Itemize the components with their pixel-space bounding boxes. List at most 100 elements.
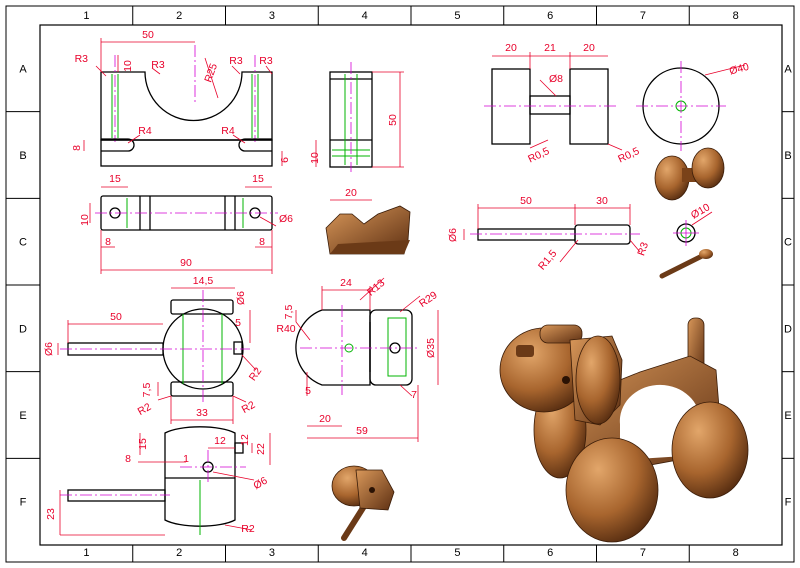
dimension-body-bottom: Ø6 — [279, 213, 293, 225]
dimension-wheels: 21 — [544, 42, 556, 54]
dimension-head-bottom: 23 — [45, 508, 57, 520]
dimension-body-top: R3 — [229, 55, 243, 67]
dimension-axle: 30 — [596, 195, 608, 207]
dimension-body-top: R25 — [202, 62, 220, 84]
dimension-head-bottom: 12 — [239, 434, 251, 446]
dimension-body-side: 10 — [309, 152, 321, 164]
inner-border — [39, 24, 783, 546]
dimension-head-front: Ø6 — [43, 342, 55, 356]
head-bottom-dowel — [67, 489, 166, 502]
head-nose — [233, 341, 243, 355]
dimension-body-front: 15 — [109, 173, 121, 185]
column-label-top: 4 — [362, 10, 368, 22]
dimension-body-top: R3 — [151, 59, 165, 71]
row-label-right: B — [784, 150, 791, 162]
dimension-axle: 50 — [520, 195, 532, 207]
dimension-axle: R1,5 — [536, 248, 560, 273]
slot-left — [101, 138, 135, 152]
column-label-bottom: 2 — [176, 547, 182, 559]
dimension-body-front: R4 — [221, 125, 235, 137]
row-label-right: C — [784, 237, 792, 249]
head-side-outline — [295, 309, 371, 386]
body-top-outline — [100, 71, 273, 141]
dimension-axle: Ø10 — [689, 201, 712, 221]
dimension-head-front: 14,5 — [193, 275, 214, 287]
column-label-bottom: 5 — [454, 547, 460, 559]
dimension-body-top: R3 — [75, 53, 89, 65]
dimension-body-bottom: 8 — [259, 236, 265, 248]
head-ear-bottom — [170, 381, 234, 397]
column-label-bottom: 4 — [362, 547, 368, 559]
body-top-center-lines — [114, 45, 256, 142]
dimension-head-side: R13 — [365, 277, 388, 299]
dimension-body-front: 8 — [71, 145, 83, 151]
dimension-body-top: R3 — [259, 55, 273, 67]
row-label-right: F — [785, 497, 792, 509]
dimension-wheels: R0,5 — [616, 145, 641, 165]
dimension-head-side: R40 — [276, 323, 295, 335]
dimension-head-front: 5 — [235, 317, 241, 329]
dimension-head-front: R2 — [136, 401, 154, 418]
column-label-bottom: 6 — [547, 547, 553, 559]
dimension-lines — [57, 38, 746, 536]
dimension-head-bottom: 15 — [137, 438, 149, 450]
column-label-bottom: 7 — [640, 547, 646, 559]
column-label-top: 2 — [176, 10, 182, 22]
column-label-top: 8 — [733, 10, 739, 22]
body-front-view — [100, 138, 273, 167]
dimension-wheels: Ø8 — [549, 73, 563, 85]
dimension-head-front: R2 — [247, 365, 265, 383]
row-label-left: B — [19, 150, 26, 162]
dimension-axle: Ø6 — [447, 228, 459, 242]
head-side-center-lines — [300, 305, 420, 395]
outer-border — [5, 5, 795, 563]
dimension-head-bottom: Ø6 — [251, 475, 269, 492]
head-front-view — [67, 299, 244, 397]
head-side-view — [295, 309, 413, 386]
dimension-head-bottom: 22 — [255, 443, 267, 455]
dimension-wheels: Ø40 — [728, 61, 750, 78]
column-label-bottom: 8 — [733, 547, 739, 559]
dimension-head-side: 7,5 — [283, 305, 295, 320]
wheel-axle — [529, 95, 571, 115]
dimension-head-front: R2 — [240, 399, 258, 416]
dimension-body-side: 20 — [345, 187, 357, 199]
dimension-head-front: 50 — [110, 311, 122, 323]
dimension-wheels: 20 — [505, 42, 517, 54]
axle-end-view — [673, 220, 699, 246]
dimension-head-bottom: R2 — [241, 523, 255, 535]
dimension-body-bottom: 8 — [105, 236, 111, 248]
row-label-left: D — [19, 323, 27, 335]
dimension-head-side: R29 — [417, 289, 440, 310]
dimension-head-bottom: 1 — [183, 453, 189, 465]
wheel-left — [491, 68, 531, 145]
wheels-front-view — [491, 68, 609, 145]
zone-ticks — [6, 6, 794, 562]
dimension-head-side: 5 — [305, 385, 311, 397]
slot-right — [238, 138, 272, 152]
head-front-center-lines — [60, 290, 250, 405]
dimension-head-side: 59 — [356, 425, 368, 437]
column-label-bottom: 3 — [269, 547, 275, 559]
render-body-piece — [325, 205, 411, 255]
dimension-head-side: 24 — [340, 277, 352, 289]
row-label-left: E — [19, 410, 26, 422]
dimension-head-front: 33 — [196, 407, 208, 419]
dimension-head-front: Ø6 — [235, 291, 247, 305]
wheel-right — [569, 68, 609, 145]
column-label-bottom: 1 — [83, 547, 89, 559]
row-label-left: C — [19, 237, 27, 249]
row-label-right: E — [784, 410, 791, 422]
dimension-body-front: R4 — [138, 125, 152, 137]
column-label-top: 7 — [640, 10, 646, 22]
row-label-left: A — [19, 63, 27, 75]
body-top-view — [100, 71, 273, 141]
axle-view — [477, 224, 631, 245]
dimension-body-bottom: 10 — [79, 214, 91, 226]
head-bottom-outline — [164, 426, 236, 527]
dimension-body-bottom: 90 — [180, 257, 192, 269]
axle-shaft — [477, 228, 576, 241]
